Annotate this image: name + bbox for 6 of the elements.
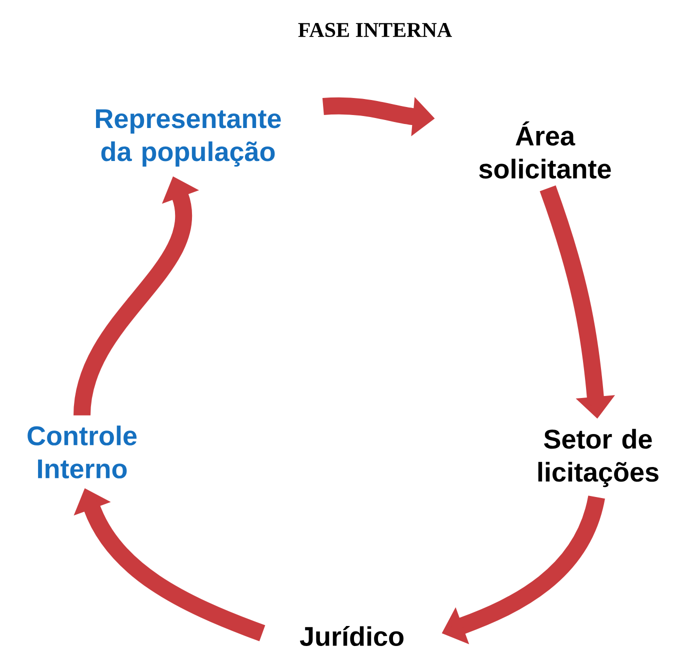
node-label: Controle Interno <box>28 426 137 478</box>
title: FASE INTERNA <box>298 22 452 38</box>
node-label: Jurídico <box>300 626 404 646</box>
node-label: Representante da população <box>96 109 281 167</box>
node-label: Área solicitante <box>479 121 611 179</box>
node-label: Setor de licitações <box>538 428 658 488</box>
